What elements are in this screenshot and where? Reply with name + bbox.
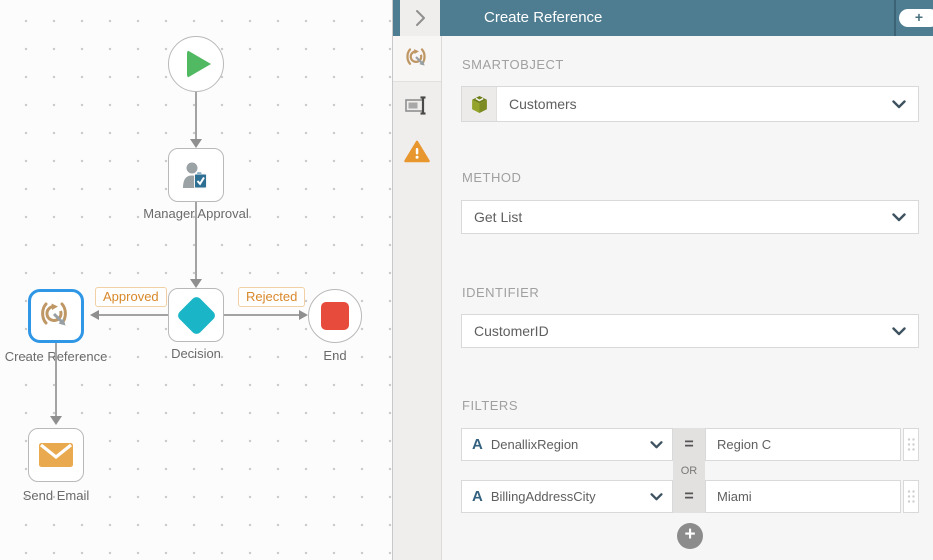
decision-label: Decision <box>171 346 221 361</box>
panel-tab-strip <box>393 36 442 560</box>
method-value: Get List <box>474 209 523 225</box>
identifier-dropdown[interactable]: CustomerID <box>461 314 919 348</box>
tab-warnings[interactable] <box>393 128 441 174</box>
method-section-label: METHOD <box>462 170 522 185</box>
arrowhead-down-icon <box>50 416 62 425</box>
edge-decision-reference <box>99 314 168 316</box>
filter-field-value: DenallixRegion <box>490 437 579 452</box>
arrowhead-down-icon <box>190 139 202 148</box>
filter-or-operator[interactable]: OR <box>673 461 705 480</box>
panel-header: Create Reference + <box>393 0 933 36</box>
chevron-down-icon <box>650 492 672 501</box>
identifier-value: CustomerID <box>474 323 549 339</box>
reference-icon <box>41 302 67 326</box>
arrowhead-right-icon <box>299 310 308 320</box>
send-email-node[interactable] <box>28 428 84 482</box>
config-panel: Create Reference + <box>392 0 933 560</box>
send-email-label: Send Email <box>22 488 90 503</box>
header-divider <box>894 0 896 36</box>
edge-approval-decision <box>195 202 197 282</box>
smartobject-section-label: SMARTOBJECT <box>462 57 564 72</box>
drag-handle-icon[interactable] <box>903 480 919 513</box>
edge-start-approval <box>195 92 197 144</box>
method-dropdown[interactable]: Get List <box>461 200 919 234</box>
filter-row: A DenallixRegion = <box>461 428 919 461</box>
collapse-panel-button[interactable] <box>400 0 440 36</box>
tab-reference-settings[interactable] <box>393 36 441 82</box>
filters-section-label: FILTERS <box>462 398 518 413</box>
arrowhead-left-icon <box>90 310 99 320</box>
play-icon <box>187 50 211 78</box>
chevron-down-icon <box>892 326 918 336</box>
add-filter-button[interactable]: + <box>677 523 703 549</box>
filter-field-value: BillingAddressCity <box>490 489 596 504</box>
end-label: End <box>323 348 347 363</box>
start-node[interactable] <box>168 36 224 92</box>
edge-decision-end <box>224 314 300 316</box>
rejected-edge-label[interactable]: Rejected <box>238 287 306 307</box>
create-reference-node[interactable] <box>28 289 84 343</box>
text-property-icon: A <box>472 436 483 453</box>
chevron-down-icon <box>892 212 918 222</box>
filter-equals-operator[interactable]: = <box>673 428 705 461</box>
filter-row: A BillingAddressCity = <box>461 480 919 513</box>
filter-value-input[interactable] <box>705 428 901 461</box>
panel-title: Create Reference <box>484 9 603 26</box>
smartobject-cube-icon <box>462 87 497 121</box>
chevron-down-icon <box>650 440 672 449</box>
manager-approval-node[interactable] <box>168 148 224 202</box>
email-icon <box>39 443 73 467</box>
panel-content: SMARTOBJECT Customers METHOD <box>442 36 933 560</box>
smartobject-value: Customers <box>509 96 577 112</box>
end-node[interactable] <box>308 289 362 343</box>
filter-value-input[interactable] <box>705 480 901 513</box>
decision-node[interactable] <box>168 288 224 342</box>
drag-handle-icon[interactable] <box>903 428 919 461</box>
rename-field-icon <box>405 95 426 115</box>
reference-icon <box>405 48 426 66</box>
stop-square-icon <box>321 302 349 330</box>
edge-reference-email <box>55 343 57 419</box>
decision-diamond-icon <box>175 294 217 336</box>
text-property-icon: A <box>472 488 483 505</box>
chevron-down-icon <box>892 99 918 109</box>
warning-icon <box>404 140 430 162</box>
tab-rename[interactable] <box>393 82 441 128</box>
add-step-button[interactable]: + <box>899 9 933 27</box>
filter-field-dropdown[interactable]: A BillingAddressCity <box>461 480 673 513</box>
smartobject-dropdown[interactable]: Customers <box>461 86 919 122</box>
filter-equals-operator[interactable]: = <box>673 480 705 513</box>
approved-edge-label[interactable]: Approved <box>95 287 167 307</box>
user-task-icon <box>183 162 207 189</box>
arrowhead-down-icon <box>190 279 202 288</box>
chevron-right-icon <box>415 10 425 26</box>
identifier-section-label: IDENTIFIER <box>462 285 540 300</box>
workflow-canvas[interactable]: Manager Approval Decision Approved Rejec… <box>0 0 392 560</box>
filter-field-dropdown[interactable]: A DenallixRegion <box>461 428 673 461</box>
